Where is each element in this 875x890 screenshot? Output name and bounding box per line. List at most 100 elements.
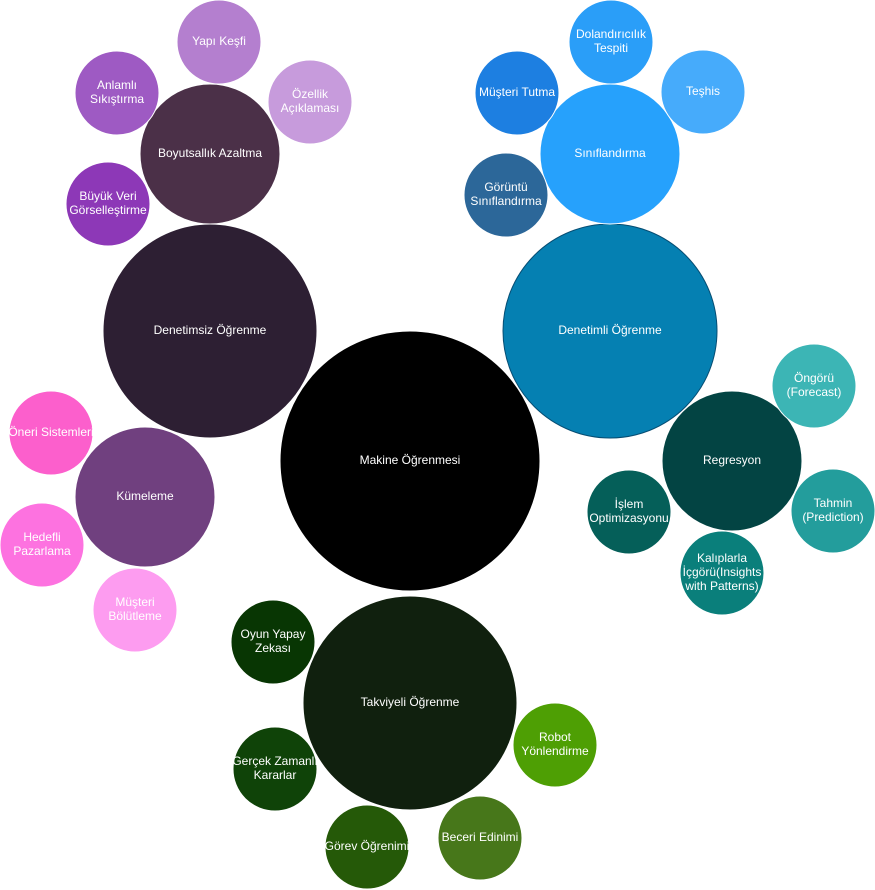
bubble-label-line: İçgörü(Insights bbox=[683, 565, 762, 579]
bubble-circle bbox=[474, 50, 560, 136]
bubble-circle bbox=[176, 0, 262, 85]
bubble-label-line: Regresyon bbox=[703, 453, 761, 467]
bubble-label: Öngörü(Forecast) bbox=[787, 371, 842, 399]
bubble-circle bbox=[790, 468, 875, 554]
bubble-circle bbox=[74, 50, 160, 136]
bubble-label-line: Dolandırıcılık bbox=[576, 27, 647, 41]
bubble-label: Tahmin(Prediction) bbox=[802, 496, 863, 524]
bubble-forecast[interactable]: Öngörü(Forecast) bbox=[771, 343, 857, 429]
bubble-label-line: Robot bbox=[539, 730, 572, 744]
bubble-task[interactable]: Görev Öğrenimi bbox=[324, 804, 410, 890]
bubble-cls[interactable]: Sınıflandırma bbox=[539, 83, 681, 225]
bubble-circle bbox=[232, 726, 318, 812]
bubble-circle bbox=[65, 161, 151, 247]
bubble-label: Öneri Sistemleri bbox=[8, 425, 93, 439]
bubble-diag[interactable]: Teşhis bbox=[660, 49, 746, 135]
bubble-circle bbox=[771, 343, 857, 429]
bubble-struct[interactable]: Yapı Keşfi bbox=[176, 0, 262, 85]
bubble-circle bbox=[586, 469, 672, 555]
bubble-label-line: Öneri Sistemleri bbox=[8, 425, 93, 439]
bubble-label-line: Pazarlama bbox=[13, 544, 71, 558]
bubble-predict[interactable]: Tahmin(Prediction) bbox=[790, 468, 875, 554]
bubble-sup[interactable]: Denetimli Öğrenme bbox=[502, 223, 718, 439]
bubble-rl[interactable]: Takviyeli Öğrenme bbox=[302, 595, 518, 811]
bubble-dim[interactable]: Boyutsallık Azaltma bbox=[139, 83, 281, 225]
bubble-label: Müşteri Tutma bbox=[479, 85, 555, 99]
bubble-label-line: Görüntü bbox=[484, 180, 527, 194]
bubble-label-line: Takviyeli Öğrenme bbox=[361, 695, 460, 709]
bubble-circle bbox=[74, 426, 216, 568]
bubble-circle bbox=[661, 390, 803, 532]
bubble-circle bbox=[660, 49, 746, 135]
bubble-label-line: Açıklaması bbox=[281, 101, 340, 115]
bubble-label-line: Özellik bbox=[292, 87, 329, 101]
bubble-circle bbox=[437, 795, 523, 881]
bubble-label-line: Denetimli Öğrenme bbox=[558, 323, 662, 337]
bubble-label-line: Oyun Yapay bbox=[241, 627, 306, 641]
bubble-circle bbox=[267, 59, 353, 145]
bubble-label-line: Bölütleme bbox=[108, 609, 162, 623]
bubble-label-line: Kararlar bbox=[254, 768, 297, 782]
bubble-label-line: Denetimsiz Öğrenme bbox=[154, 323, 267, 337]
bubble-label-line: Tespiti bbox=[594, 41, 628, 55]
bubble-label-line: Sınıflandırma bbox=[470, 194, 542, 208]
bubble-circle bbox=[679, 530, 765, 616]
bubble-label-line: Yapı Keşfi bbox=[192, 34, 246, 48]
bubble-label-line: Optimizasyonu bbox=[589, 511, 668, 525]
bubble-label-line: Büyük Veri bbox=[79, 189, 136, 203]
bubble-recsys[interactable]: Öneri Sistemleri bbox=[8, 390, 94, 476]
bubble-label: Teşhis bbox=[686, 84, 720, 98]
bubble-circle bbox=[8, 390, 94, 476]
bubble-label: Görev Öğrenimi bbox=[325, 839, 410, 853]
bubble-circle bbox=[463, 152, 549, 238]
bubble-label-line: İşlem bbox=[615, 497, 644, 511]
bubble-root[interactable]: Makine Öğrenmesi bbox=[279, 330, 541, 592]
bubble-circle bbox=[568, 0, 654, 85]
bubble-label: Makine Öğrenmesi bbox=[360, 453, 461, 467]
bubble-circle bbox=[139, 83, 281, 225]
bubble-label-line: Makine Öğrenmesi bbox=[360, 453, 461, 467]
bubble-label-line: Görev Öğrenimi bbox=[325, 839, 410, 853]
bubble-label-line: with Patterns) bbox=[684, 579, 758, 593]
bubble-reg[interactable]: Regresyon bbox=[661, 390, 803, 532]
bubble-label-line: Müşteri bbox=[115, 595, 154, 609]
bubble-label: Regresyon bbox=[703, 453, 761, 467]
bubble-label: Denetimsiz Öğrenme bbox=[154, 323, 267, 337]
bubble-label-line: Teşhis bbox=[686, 84, 720, 98]
bubble-skill[interactable]: Beceri Edinimi bbox=[437, 795, 523, 881]
bubble-label-line: Öngörü bbox=[794, 371, 834, 385]
bubble-label-line: Görselleştirme bbox=[69, 203, 147, 217]
bubble-label-line: Sınıflandırma bbox=[574, 146, 646, 160]
bubble-retention[interactable]: Müşteri Tutma bbox=[474, 50, 560, 136]
bubble-label-line: Kümeleme bbox=[116, 489, 174, 503]
bubble-clust[interactable]: Kümeleme bbox=[74, 426, 216, 568]
bubble-label-line: Müşteri Tutma bbox=[479, 85, 555, 99]
bubble-label-line: (Forecast) bbox=[787, 385, 842, 399]
bubble-unsup[interactable]: Denetimsiz Öğrenme bbox=[102, 223, 318, 439]
bubble-label-line: Anlamlı bbox=[97, 78, 137, 92]
bubble-label: Yapı Keşfi bbox=[192, 34, 246, 48]
bubble-label: Denetimli Öğrenme bbox=[558, 323, 662, 337]
bubble-circle bbox=[302, 595, 518, 811]
bubble-label-line: Kalıplarla bbox=[697, 551, 747, 565]
